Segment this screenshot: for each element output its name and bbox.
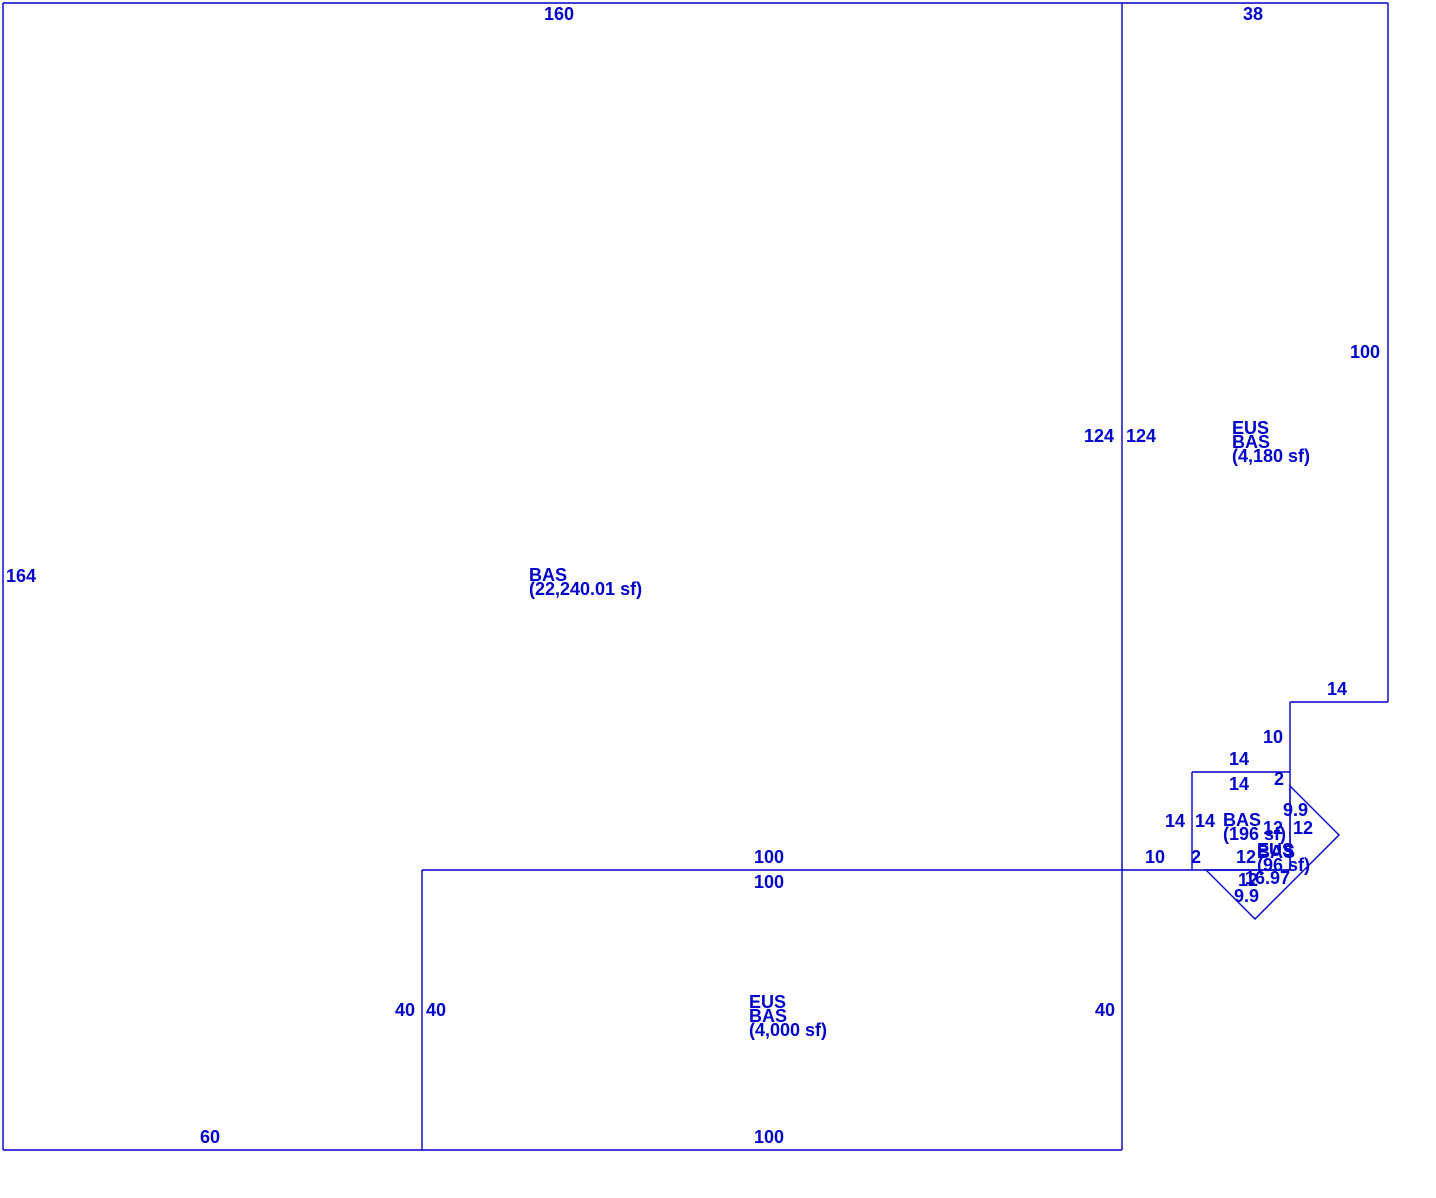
small-square-size: (196 sf) bbox=[1223, 824, 1286, 844]
dim-connector-2b: 2 bbox=[1191, 847, 1201, 867]
diamond-code1: EUS bbox=[1257, 840, 1294, 860]
dim-diamond-12-inner-bottom: 12 bbox=[1238, 870, 1258, 890]
dim-diamond-12-right: 12 bbox=[1293, 818, 1313, 838]
diamond-size: (96 sf) bbox=[1257, 855, 1310, 875]
dim-lower-top-outer: 100 bbox=[754, 847, 784, 867]
small-square-code: BAS bbox=[1223, 810, 1261, 830]
main-area-size: (22,240.01 sf) bbox=[529, 579, 642, 599]
lower-center-code1: EUS bbox=[749, 992, 786, 1012]
dim-diamond-12-inner-left: 12 bbox=[1236, 847, 1256, 867]
dim-diamond-16-97: 16.97 bbox=[1245, 868, 1290, 888]
main-area-code: BAS bbox=[529, 565, 567, 585]
upper-right-code1: EUS bbox=[1232, 418, 1269, 438]
dim-right-upper: 100 bbox=[1350, 342, 1380, 362]
dim-bottom-left: 60 bbox=[200, 1127, 220, 1147]
dim-step-top: 14 bbox=[1327, 679, 1347, 699]
dim-connector-len: 10 bbox=[1145, 847, 1165, 867]
dim-divider-right: 124 bbox=[1126, 426, 1156, 446]
dim-lower-right: 40 bbox=[1095, 1000, 1115, 1020]
dim-diamond-9-9-top: 9.9 bbox=[1283, 800, 1308, 820]
dim-square-top-outer: 14 bbox=[1229, 749, 1249, 769]
lower-center-size: (4,000 sf) bbox=[749, 1020, 827, 1040]
dim-diamond-12-inner-top: 12 bbox=[1263, 818, 1283, 838]
dim-square-top-inner: 14 bbox=[1229, 774, 1249, 794]
upper-right-code2: BAS bbox=[1232, 432, 1270, 452]
dim-connector-2a: 2 bbox=[1274, 769, 1284, 789]
diamond-code2: BAS bbox=[1257, 842, 1295, 862]
diamond-shape bbox=[1204, 784, 1340, 920]
upper-right-size: (4,180 sf) bbox=[1232, 446, 1310, 466]
dim-lower-left-outer: 40 bbox=[395, 1000, 415, 1020]
dim-square-left-outer: 14 bbox=[1165, 811, 1185, 831]
dim-diamond-9-9-bottom: 9.9 bbox=[1234, 886, 1259, 906]
dim-lower-left-inner: 40 bbox=[426, 1000, 446, 1020]
dim-lower-top-inner: 100 bbox=[754, 872, 784, 892]
dim-top-main: 160 bbox=[544, 4, 574, 24]
dim-bottom-center: 100 bbox=[754, 1127, 784, 1147]
dim-step-side: 10 bbox=[1263, 727, 1283, 747]
dim-top-right: 38 bbox=[1243, 4, 1263, 24]
dim-divider-left: 124 bbox=[1084, 426, 1114, 446]
lower-center-code2: BAS bbox=[749, 1006, 787, 1026]
dim-left-main: 164 bbox=[6, 566, 36, 586]
dim-square-left-inner: 14 bbox=[1195, 811, 1215, 831]
